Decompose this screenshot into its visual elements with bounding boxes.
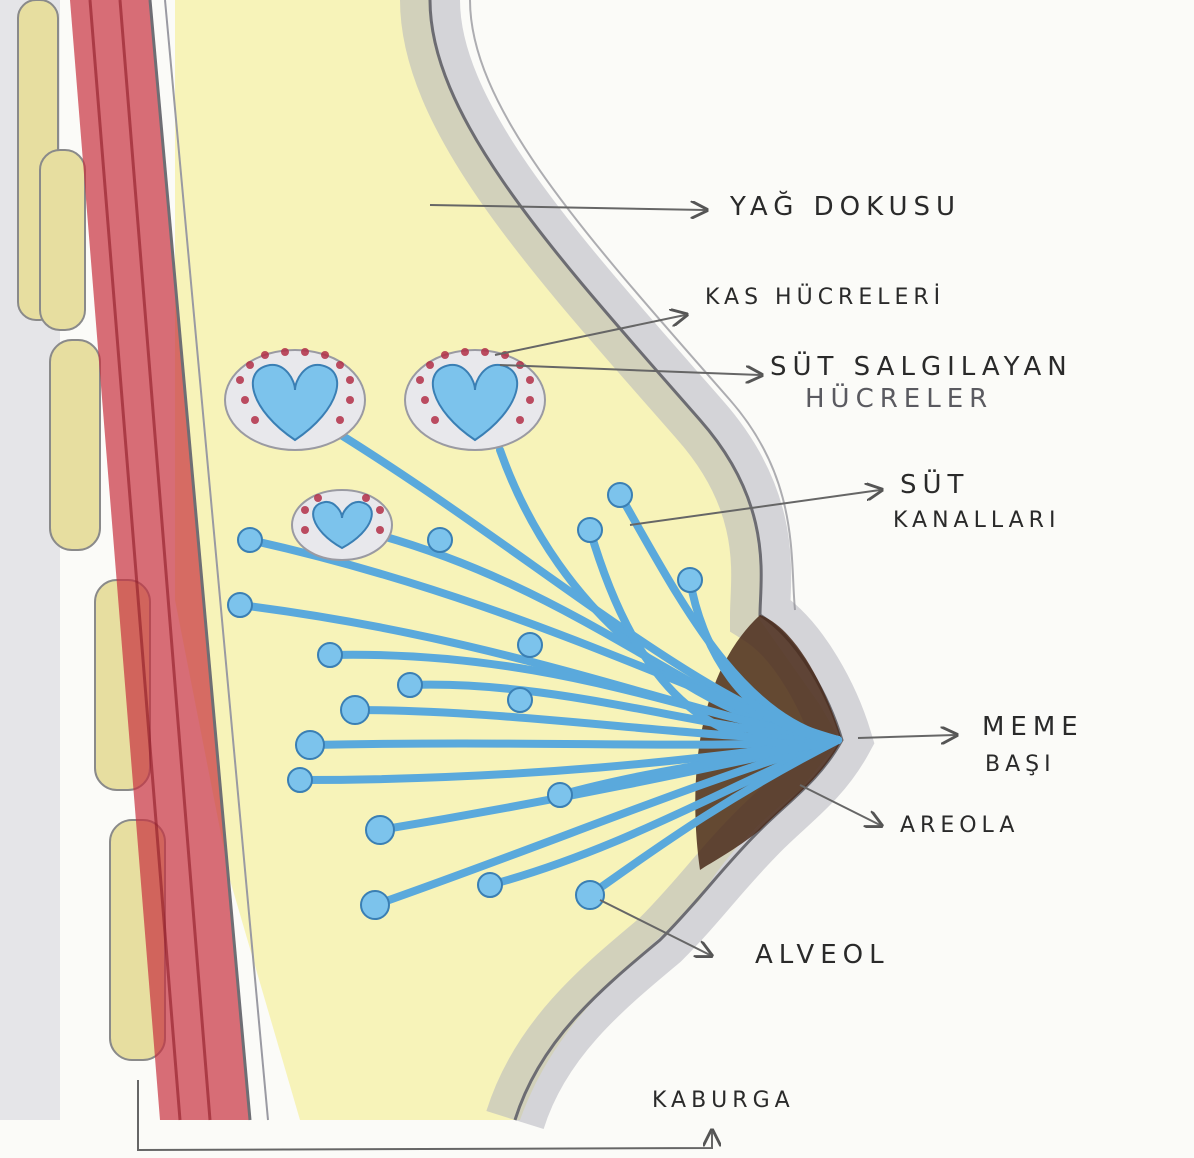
label-sut-kanallari-line1: SÜT	[900, 470, 969, 501]
label-areola: AREOLA	[900, 813, 1019, 839]
label-kas-hucreleri: KAS HÜCRELERİ	[705, 285, 945, 311]
label-yag-dokusu: YAĞ DOKUSU	[730, 192, 961, 223]
label-sut-salgilayan-line2: HÜCRELER	[805, 384, 993, 415]
label-meme-basi-line1: MEME	[982, 712, 1084, 743]
label-sut-salgilayan-line1: SÜT SALGILAYAN	[770, 352, 1073, 383]
label-meme-basi-line2: BAŞI	[985, 752, 1056, 778]
label-kaburga: KABURGA	[652, 1088, 795, 1114]
label-alveol: ALVEOL	[755, 940, 890, 971]
label-sut-kanallari-line2: KANALLARI	[893, 508, 1060, 534]
